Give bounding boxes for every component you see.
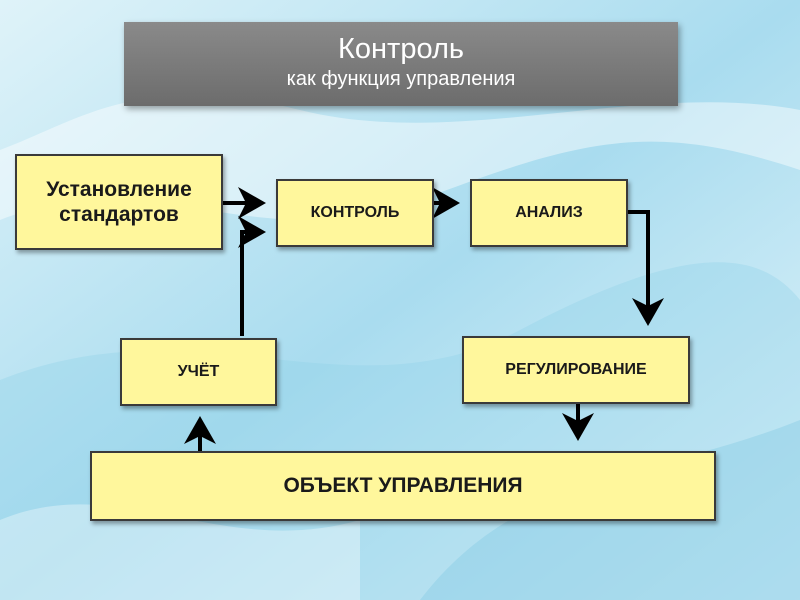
arrow-analysis-to-regulation bbox=[628, 210, 664, 326]
node-accounting-label: УЧЁТ bbox=[177, 363, 220, 380]
arrow-accounting-to-control bbox=[238, 216, 266, 336]
node-object: ОБЪЕКТ УПРАВЛЕНИЯ bbox=[90, 451, 716, 521]
node-accounting: УЧЁТ bbox=[120, 338, 277, 406]
node-object-label: ОБЪЕКТ УПРАВЛЕНИЯ bbox=[283, 474, 523, 497]
node-control-label: КОНТРОЛЬ bbox=[310, 204, 400, 221]
title-banner: Контроль как функция управления bbox=[124, 22, 678, 106]
slide-subtitle: как функция управления bbox=[286, 68, 516, 90]
node-regulation-label: РЕГУЛИРОВАНИЕ bbox=[505, 361, 647, 378]
slide-title: Контроль bbox=[338, 33, 464, 65]
node-standards-label: Установление стандартов bbox=[46, 178, 192, 226]
node-analysis: АНАЛИЗ bbox=[470, 179, 628, 247]
node-regulation: РЕГУЛИРОВАНИЕ bbox=[462, 336, 690, 404]
node-control: КОНТРОЛЬ bbox=[276, 179, 434, 247]
node-analysis-label: АНАЛИЗ bbox=[515, 204, 583, 221]
node-standards: Установление стандартов bbox=[15, 154, 223, 250]
